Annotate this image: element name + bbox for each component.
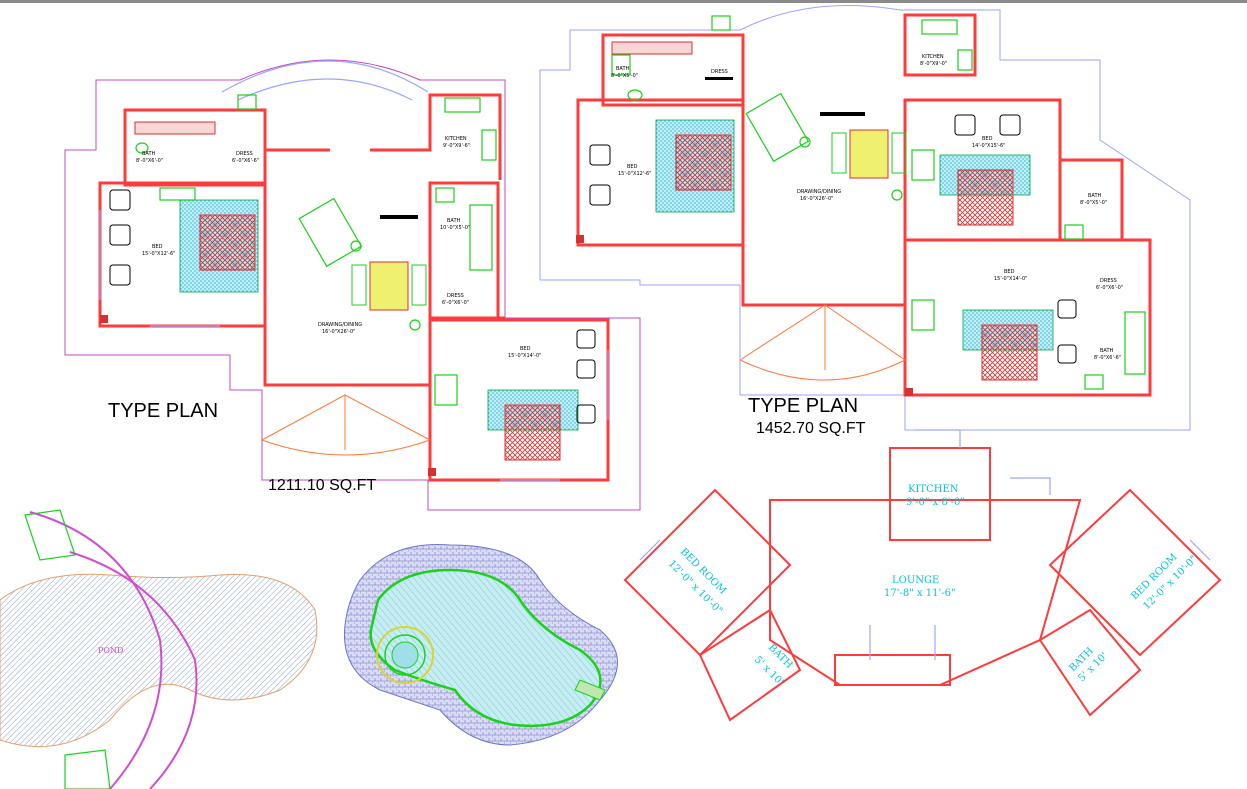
cottage-kitchen-walls: [889, 447, 991, 541]
pond-water: [0, 573, 318, 748]
pond-steps-top: [24, 509, 76, 561]
right-sofa-set: [831, 129, 907, 179]
left-kitchen-size: 9'-0"X9'-6": [443, 143, 470, 149]
left-dining-set: [159, 187, 458, 406]
right-corner-marker: [576, 235, 584, 243]
left-bathtub: [134, 121, 216, 135]
pond-bridge-arc-outer: [29, 511, 163, 789]
pool-ladder: [574, 679, 606, 701]
pool-spa-ring-inner: [384, 634, 426, 676]
left-tv-unit: [380, 215, 418, 219]
left-drawing-label: DRAWING/DINING: [318, 322, 362, 328]
right-chairs: [589, 114, 1077, 364]
right-bed-low-walls: [903, 238, 1152, 397]
pool-spa-water: [391, 641, 419, 669]
right-drawing-size: 16'-0"X26'-0": [800, 196, 833, 202]
left-bath-right-size: 10'-0"X5'-0": [440, 225, 470, 231]
right-plan-area: 1452.70 SQ.FT: [756, 420, 866, 437]
left-plan-title: TYPE PLAN: [108, 400, 218, 422]
right-bath-low-size: 8'-0"X6'-6": [1094, 355, 1121, 361]
left-site-outline: [64, 59, 641, 511]
cottage-lounge-size: 17'-8" x 11'-6": [884, 588, 956, 599]
right-bath-mid-size: 8'-0"X5'-0": [1080, 200, 1107, 206]
left-bath-right-label: BATH: [447, 218, 461, 224]
right-dress-rail: [705, 77, 733, 80]
left-dress-top-label: DRESS: [236, 151, 253, 157]
left-dress-top-size: 6'-0"X6'-6": [232, 158, 259, 164]
left-kitchen-label: KITCHEN: [445, 136, 467, 142]
right-bed-low-size: 15'-0"X14'-0": [994, 276, 1027, 282]
right-bed-mid-size: 14'-0"X15'-6": [972, 143, 1005, 149]
right-porch: [739, 304, 906, 381]
right-corner-marker-2: [905, 388, 913, 396]
left-bed-right-size: 15'-0"X14'-0": [508, 353, 541, 359]
right-dress-low-size: 6'-0"X6'-0": [1096, 285, 1123, 291]
right-bed-furniture: [655, 119, 1054, 381]
left-dress-right-size: 6'-0"X6'-0": [442, 300, 469, 306]
left-dress-right-label: DRESS: [447, 293, 464, 299]
right-type-plan: BATH 8'-0"X5'-0" DRESS KITCHEN 8'-0"X9'-…: [539, 5, 1191, 437]
right-fixtures: [627, 15, 1146, 390]
cottage-kitchen-label: KITCHEN: [908, 484, 959, 495]
right-dress-top-label: DRESS: [711, 69, 728, 75]
right-bathtub: [611, 41, 693, 55]
pool-water: [369, 568, 602, 728]
left-sofa-set: [351, 261, 427, 311]
cottage-bed-left-walls: [623, 488, 792, 657]
right-bed-left-size: 15'-0"X12'-6": [618, 171, 651, 177]
pond-bridge-arc-inner: [69, 551, 198, 789]
left-bath-right-walls: [428, 181, 500, 320]
left-bed-right-label: BED: [520, 346, 531, 352]
left-bath-top-label: BATH: [142, 151, 156, 157]
right-bed-low-label: BED: [1004, 269, 1015, 275]
left-chairs: [109, 189, 596, 424]
left-bath-top-size: 8'-0"X6'-0": [136, 158, 163, 164]
right-living-walls: [741, 70, 1062, 307]
left-kitchen-walls: [265, 93, 502, 180]
swimming-pool: [343, 543, 618, 746]
right-drawing-label: DRAWING/DINING: [797, 189, 841, 195]
right-bath-top-size: 8'-0"X5'-0": [611, 73, 638, 79]
cottage-bed-right-walls: [1048, 488, 1222, 657]
right-plan-title: TYPE PLAN: [748, 395, 858, 417]
left-bed-furniture: [179, 199, 579, 461]
right-kitchen-walls: [903, 13, 977, 77]
left-corner-marker: [100, 315, 108, 323]
pool-spa-ring-outer: [376, 626, 434, 684]
cottage-bath-right-walls: [1038, 608, 1142, 717]
cottage-kitchen-size: 9'-0" x 8'-0": [906, 497, 965, 508]
right-kitchen-label: KITCHEN: [922, 54, 944, 60]
left-fixtures: [135, 94, 497, 271]
left-bed-label: BED: [152, 244, 163, 250]
pond-steps-bottom: [64, 749, 111, 789]
pond-label: POND: [98, 646, 123, 655]
left-corner-marker-2: [428, 468, 436, 476]
right-bath-low-label: BATH: [1100, 348, 1114, 354]
right-kitchen-size: 8'-0"X9'-0": [920, 61, 947, 67]
window-top-border: [0, 0, 1247, 3]
left-type-plan: BATH 8'-0"X6'-0" DRESS 6'-0"X6'-6" KITCH…: [64, 59, 641, 511]
right-bath-top-label: BATH: [616, 66, 630, 72]
left-bed-size: 15'-0"X12'-6": [142, 251, 175, 257]
left-porch: [261, 394, 431, 456]
cottage-bath-left-walls: [698, 608, 802, 722]
cottage-lounge-label: LOUNGE: [892, 575, 939, 586]
cottage-plan: KITCHEN 9'-0" x 8'-0" LOUNGE 17'-8" x 11…: [623, 429, 1222, 722]
left-plan-area: 1211.10 SQ.FT: [268, 477, 376, 494]
right-dining-set: [611, 54, 935, 331]
right-site-outline: [539, 5, 1191, 431]
right-bath-mid-label: BATH: [1088, 193, 1102, 199]
right-bed-left-label: BED: [627, 164, 638, 170]
right-dress-low-label: DRESS: [1100, 278, 1117, 284]
left-dome-arc-inner: [237, 78, 413, 101]
right-tv-unit: [820, 112, 865, 116]
pond-drawing: POND: [0, 509, 318, 789]
left-drawing-size: 16'-0"X26'-0": [322, 329, 355, 335]
left-dome-arc-outer: [221, 60, 429, 93]
right-bed-mid-label: BED: [982, 136, 993, 142]
left-bath-walls: [123, 108, 267, 187]
